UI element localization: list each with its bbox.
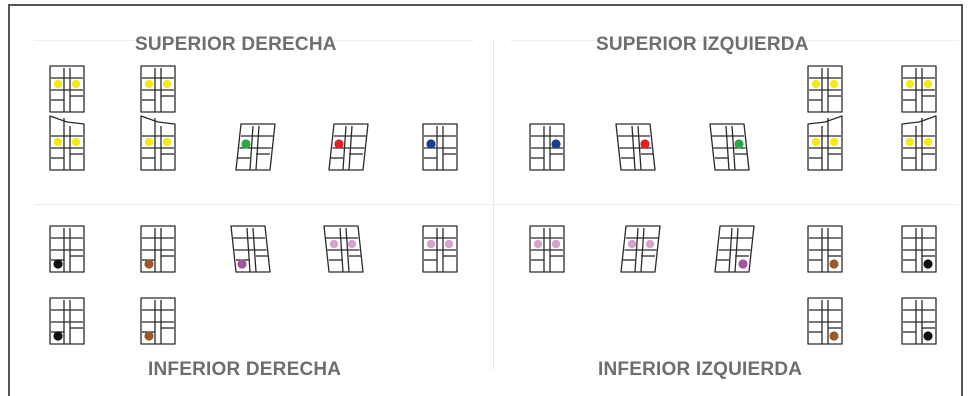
attachment-dot	[924, 138, 932, 146]
tooth-outline	[616, 124, 655, 170]
tooth-icon	[808, 298, 842, 344]
tooth-outline	[50, 66, 84, 112]
tooth-icon	[141, 226, 175, 272]
tooth-icon	[808, 226, 842, 272]
attachment-dot	[54, 138, 62, 146]
tooth-icon	[902, 66, 936, 112]
attachment-dot	[144, 259, 153, 268]
attachment-dot	[241, 139, 250, 148]
attachment-dot	[830, 138, 838, 146]
tooth-outline	[329, 124, 368, 170]
attachment-dot	[738, 259, 747, 268]
attachment-dot	[906, 138, 914, 146]
tooth-icon	[50, 66, 84, 112]
tooth-outline	[423, 226, 457, 272]
tooth-icon	[324, 226, 363, 272]
attachment-dot	[237, 259, 246, 268]
attachment-dot	[829, 331, 838, 340]
tooth-icon	[50, 298, 84, 344]
tooth-icon	[329, 124, 368, 170]
attachment-dot	[924, 80, 932, 88]
attachment-dot	[628, 240, 636, 248]
tooth-icon	[236, 124, 275, 170]
attachment-dot	[145, 138, 153, 146]
attachment-dot	[72, 80, 80, 88]
attachment-dot	[145, 80, 153, 88]
attachment-dot	[906, 80, 914, 88]
attachment-dot	[334, 139, 343, 148]
attachment-dot	[551, 139, 560, 148]
tooth-icon	[231, 226, 270, 272]
tooth-icon	[808, 66, 842, 112]
tooth-icon	[808, 116, 842, 170]
tooth-outline	[621, 226, 660, 272]
tooth-icon	[902, 298, 936, 344]
attachment-dot	[829, 259, 838, 268]
attachment-dot	[830, 80, 838, 88]
tooth-icon	[621, 226, 660, 272]
attachment-dot	[923, 331, 932, 340]
tooth-outline	[236, 124, 275, 170]
attachment-dot	[812, 80, 820, 88]
tooth-icon	[616, 124, 655, 170]
tooth-outline	[710, 124, 749, 170]
attachment-dot	[646, 240, 654, 248]
attachment-dot	[144, 331, 153, 340]
tooth-icon	[902, 116, 936, 170]
attachment-dot	[163, 80, 171, 88]
attachment-dot	[552, 240, 560, 248]
tooth-icon	[423, 124, 457, 170]
tooth-outline	[902, 66, 936, 112]
tooth-icon	[530, 124, 564, 170]
attachment-dot	[640, 139, 649, 148]
attachment-dot	[163, 138, 171, 146]
attachment-dot	[54, 80, 62, 88]
attachment-dot	[427, 240, 435, 248]
tooth-icon	[710, 124, 749, 170]
attachment-dot	[426, 139, 435, 148]
tooth-icon	[50, 226, 84, 272]
tooth-icon	[50, 116, 84, 170]
attachment-dot	[72, 138, 80, 146]
tooth-icon	[902, 226, 936, 272]
attachment-dot	[812, 138, 820, 146]
tooth-icon	[141, 116, 175, 170]
attachment-dot	[348, 240, 356, 248]
tooth-icon	[141, 298, 175, 344]
tooth-icon	[141, 66, 175, 112]
attachment-dot	[53, 259, 62, 268]
tooth-icon	[423, 226, 457, 272]
attachment-dot	[923, 259, 932, 268]
tooth-icon	[530, 226, 564, 272]
tooth-outline	[715, 226, 754, 272]
tooth-outline	[231, 226, 270, 272]
attachment-dot	[445, 240, 453, 248]
attachment-dot	[53, 331, 62, 340]
tooth-icon	[715, 226, 754, 272]
tooth-outline	[324, 226, 363, 272]
tooth-outline	[141, 66, 175, 112]
attachment-dot	[534, 240, 542, 248]
tooth-outline	[808, 66, 842, 112]
attachment-dot	[734, 139, 743, 148]
tooth-outline	[530, 226, 564, 272]
attachment-dot	[330, 240, 338, 248]
